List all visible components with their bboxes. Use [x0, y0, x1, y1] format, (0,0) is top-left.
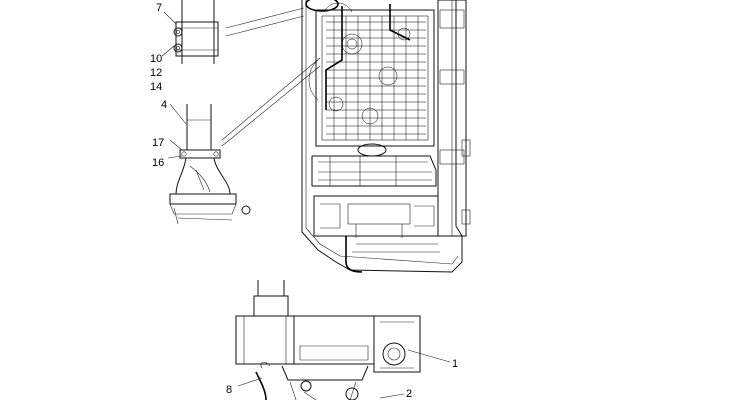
- callout-12: 12: [150, 67, 162, 79]
- clamp-bolt-lower: [173, 43, 183, 53]
- clamp-bolt-upper: [173, 27, 183, 37]
- clamp-detail: [161, 0, 305, 64]
- callout-4: 4: [161, 99, 167, 111]
- engine-assembly: [301, 0, 471, 273]
- callout-17: 17: [152, 137, 164, 149]
- callout-7: 7: [156, 2, 162, 14]
- muffler-assembly: [235, 280, 451, 400]
- callout-10: 10: [150, 53, 162, 65]
- callout-14: 14: [150, 81, 162, 93]
- callout-8: 8: [226, 384, 232, 396]
- callout-16: 16: [152, 157, 164, 169]
- callout-2: 2: [406, 388, 412, 400]
- callout-1: 1: [452, 358, 458, 370]
- pipe-flange-detail: [167, 57, 321, 225]
